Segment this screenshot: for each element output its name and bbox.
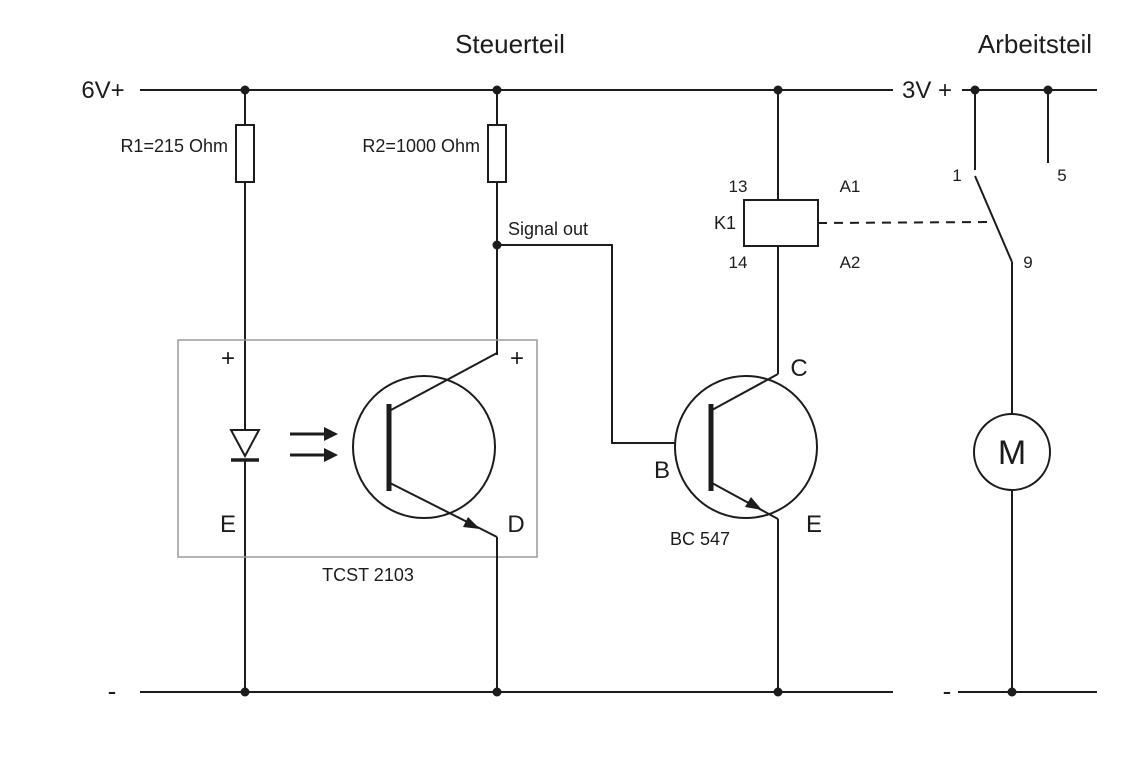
junction-dot <box>240 85 250 95</box>
opto-led-e-label: E <box>220 511 236 538</box>
motor-label: M <box>998 434 1026 472</box>
opto-led-plus-label: + <box>221 345 235 372</box>
relay-name-label: K1 <box>714 213 736 233</box>
opto-detector-d-label: D <box>507 511 524 538</box>
wire-signal-to-base <box>497 244 709 444</box>
optocoupler-name-label: TCST 2103 <box>322 565 414 585</box>
supply-3v-label: 3V + <box>902 77 952 104</box>
switch-blade-icon <box>974 175 1013 263</box>
ground-work-label: - <box>943 676 952 706</box>
relay-pinA2-label: A2 <box>840 253 861 272</box>
led-triangle-icon <box>229 429 261 459</box>
relay-pin14-label: 14 <box>729 253 748 272</box>
opto-collector-plus-label: + <box>510 345 524 372</box>
switch-pin9-label: 9 <box>1023 253 1032 272</box>
junction-dot <box>240 687 250 697</box>
junction-dot <box>492 85 502 95</box>
light-arrowhead-bottom-icon <box>324 448 338 462</box>
phototransistor-emitter-lead <box>389 482 498 538</box>
junction-dot <box>492 687 502 697</box>
relay-pin13-label: 13 <box>729 177 748 196</box>
junction-dot <box>773 85 783 95</box>
junction-dot <box>773 687 783 697</box>
phototransistor-collector-lead <box>390 352 498 411</box>
junction-dot <box>492 240 502 250</box>
junction-dot <box>1007 687 1017 697</box>
junction-dot <box>1043 85 1053 95</box>
resistor-r1 <box>235 124 255 183</box>
switch-pin1-label: 1 <box>952 166 961 185</box>
resistor-r2 <box>487 124 507 183</box>
relay-coil <box>743 199 819 247</box>
bc547-e-label: E <box>806 511 822 538</box>
switch-pin5-label: 5 <box>1057 166 1066 185</box>
junction-dot <box>970 85 980 95</box>
relay-actuation-dashed-link <box>817 221 991 224</box>
resistor-r1-label: R1=215 Ohm <box>120 136 228 156</box>
signal-out-label: Signal out <box>508 219 588 239</box>
bc547-collector-lead <box>711 373 779 411</box>
phototransistor-emitter-arrow-icon <box>463 517 480 529</box>
bc547-b-label: B <box>654 457 670 484</box>
bc547-name-label: BC 547 <box>670 529 730 549</box>
bc547-emitter-lead <box>711 482 779 520</box>
work-section-title: Arbeitsteil <box>978 29 1092 59</box>
control-section-title: Steuerteil <box>455 29 565 59</box>
relay-pinA1-label: A1 <box>840 177 861 196</box>
resistor-r2-label: R2=1000 Ohm <box>362 136 480 156</box>
supply-6v-label: 6V+ <box>81 77 124 104</box>
bc547-c-label: C <box>790 355 807 382</box>
ground-control-label: - <box>108 676 117 706</box>
phototransistor-body-icon <box>352 375 496 519</box>
optocoupler-outline <box>177 339 538 558</box>
bc547-body-icon <box>674 375 818 519</box>
light-arrowhead-top-icon <box>324 427 338 441</box>
bc547-emitter-arrow-icon <box>745 497 762 510</box>
